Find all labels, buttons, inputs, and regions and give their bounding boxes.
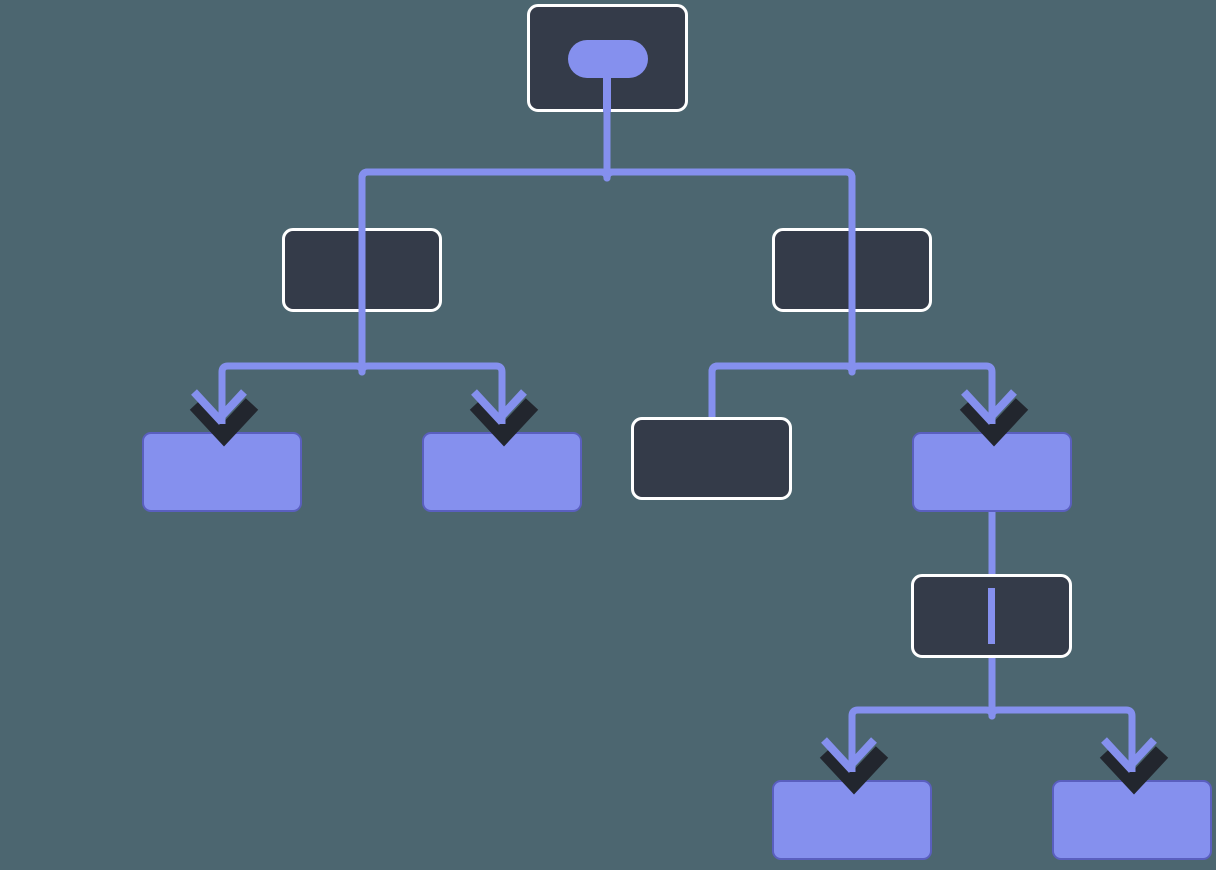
diagram-node-n-r4b[interactable]: [1052, 780, 1212, 860]
diagram-node-n-r3[interactable]: [911, 574, 1072, 658]
diagram-node-n-r2a[interactable]: [631, 417, 792, 500]
node-pill-stem: [603, 60, 611, 112]
diagram-node-n-l1[interactable]: [282, 228, 442, 312]
diagram-node-n-l2a[interactable]: [142, 432, 302, 512]
diagram-node-n-r1[interactable]: [772, 228, 932, 312]
diagram-node-n-l2b[interactable]: [422, 432, 582, 512]
node-pill-badge[interactable]: [568, 40, 648, 78]
diagram-node-n-r4a[interactable]: [772, 780, 932, 860]
diagram-node-n-r2b[interactable]: [912, 432, 1072, 512]
